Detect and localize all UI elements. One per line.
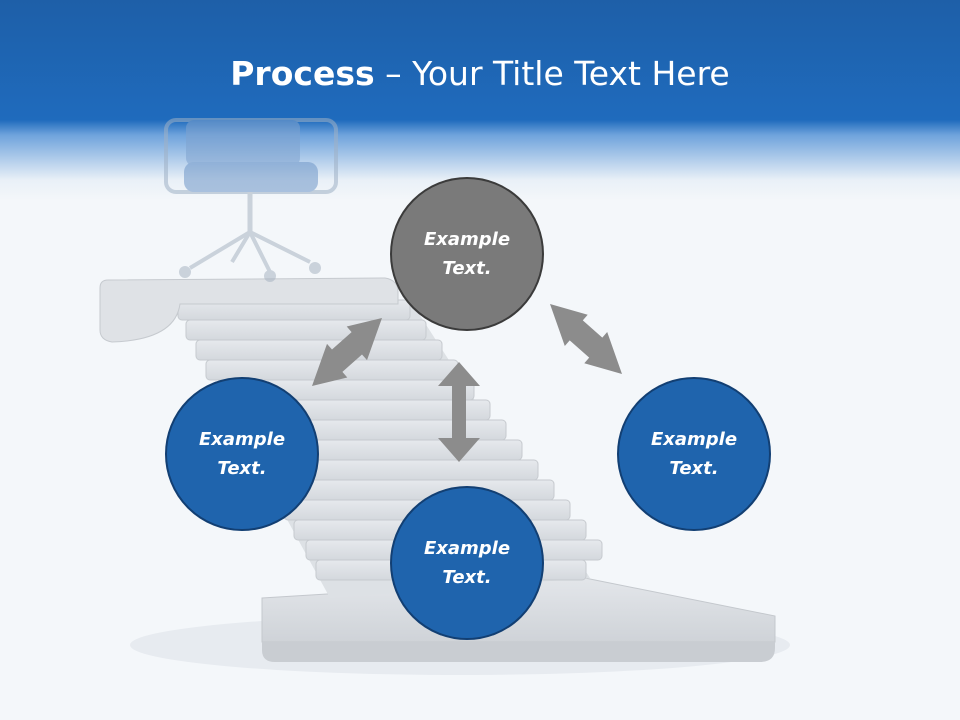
office-chair-illustration — [164, 118, 338, 282]
connector-arrows — [312, 304, 622, 462]
node-label-line1: Example — [423, 538, 511, 559]
process-node-right: Example Text. — [617, 377, 771, 531]
double-arrow-icon — [312, 318, 382, 386]
node-label-line1: Example — [198, 429, 286, 450]
node-label-line1: Example — [650, 429, 738, 450]
title-bold: Process — [230, 54, 375, 93]
slide-title: Process – Your Title Text Here — [0, 52, 960, 96]
node-label-line2: Text. — [669, 458, 719, 479]
node-label-line1: Example — [423, 229, 511, 250]
double-arrow-icon — [550, 304, 622, 374]
node-label-line2: Text. — [217, 458, 267, 479]
double-arrow-icon — [438, 362, 480, 462]
title-rest: – Your Title Text Here — [374, 54, 730, 93]
process-node-bottom: Example Text. — [390, 486, 544, 640]
process-node-left: Example Text. — [165, 377, 319, 531]
title-banner — [0, 0, 960, 200]
node-label-line2: Text. — [442, 567, 492, 588]
process-node-top: Example Text. — [390, 177, 544, 331]
node-label-line2: Text. — [442, 258, 492, 279]
